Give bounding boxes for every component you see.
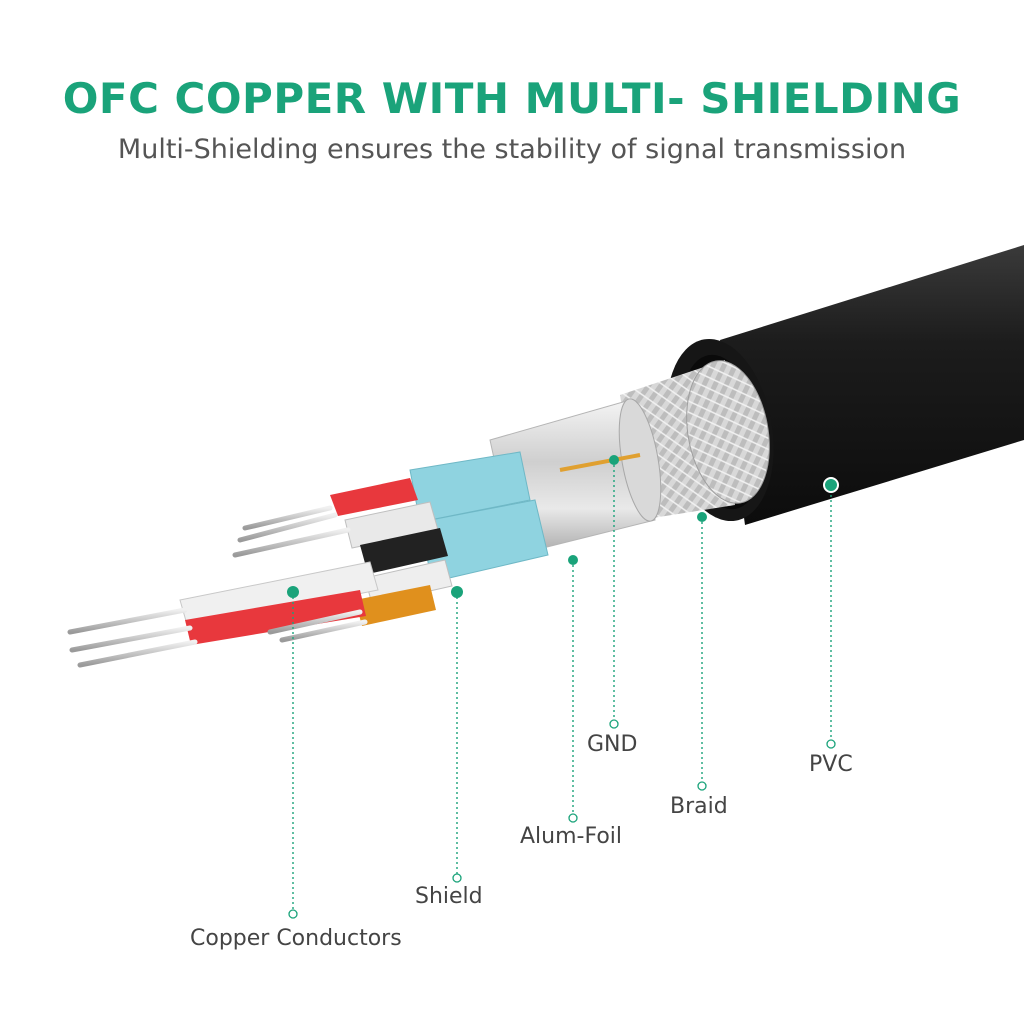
wire-insulation <box>179 478 453 645</box>
callout-dots <box>287 455 839 598</box>
gnd-wire <box>559 453 641 472</box>
subheadline: Multi-Shielding ensures the stability of… <box>117 134 907 165</box>
headline: OFC COPPER WITH MULTI- SHIELDING <box>62 74 962 123</box>
callout-end-markers <box>288 719 836 919</box>
callout-pvc: PVC <box>809 752 853 777</box>
copper-strands <box>67 505 368 668</box>
callout-alum-foil: Alum-Foil <box>520 824 623 849</box>
callout-gnd: GND <box>587 732 638 757</box>
callout-braid: Braid <box>670 794 728 819</box>
callout-lines <box>292 460 832 912</box>
callout-shield: Shield <box>415 884 483 909</box>
callout-copper-conductors: Copper Conductors <box>190 926 402 951</box>
